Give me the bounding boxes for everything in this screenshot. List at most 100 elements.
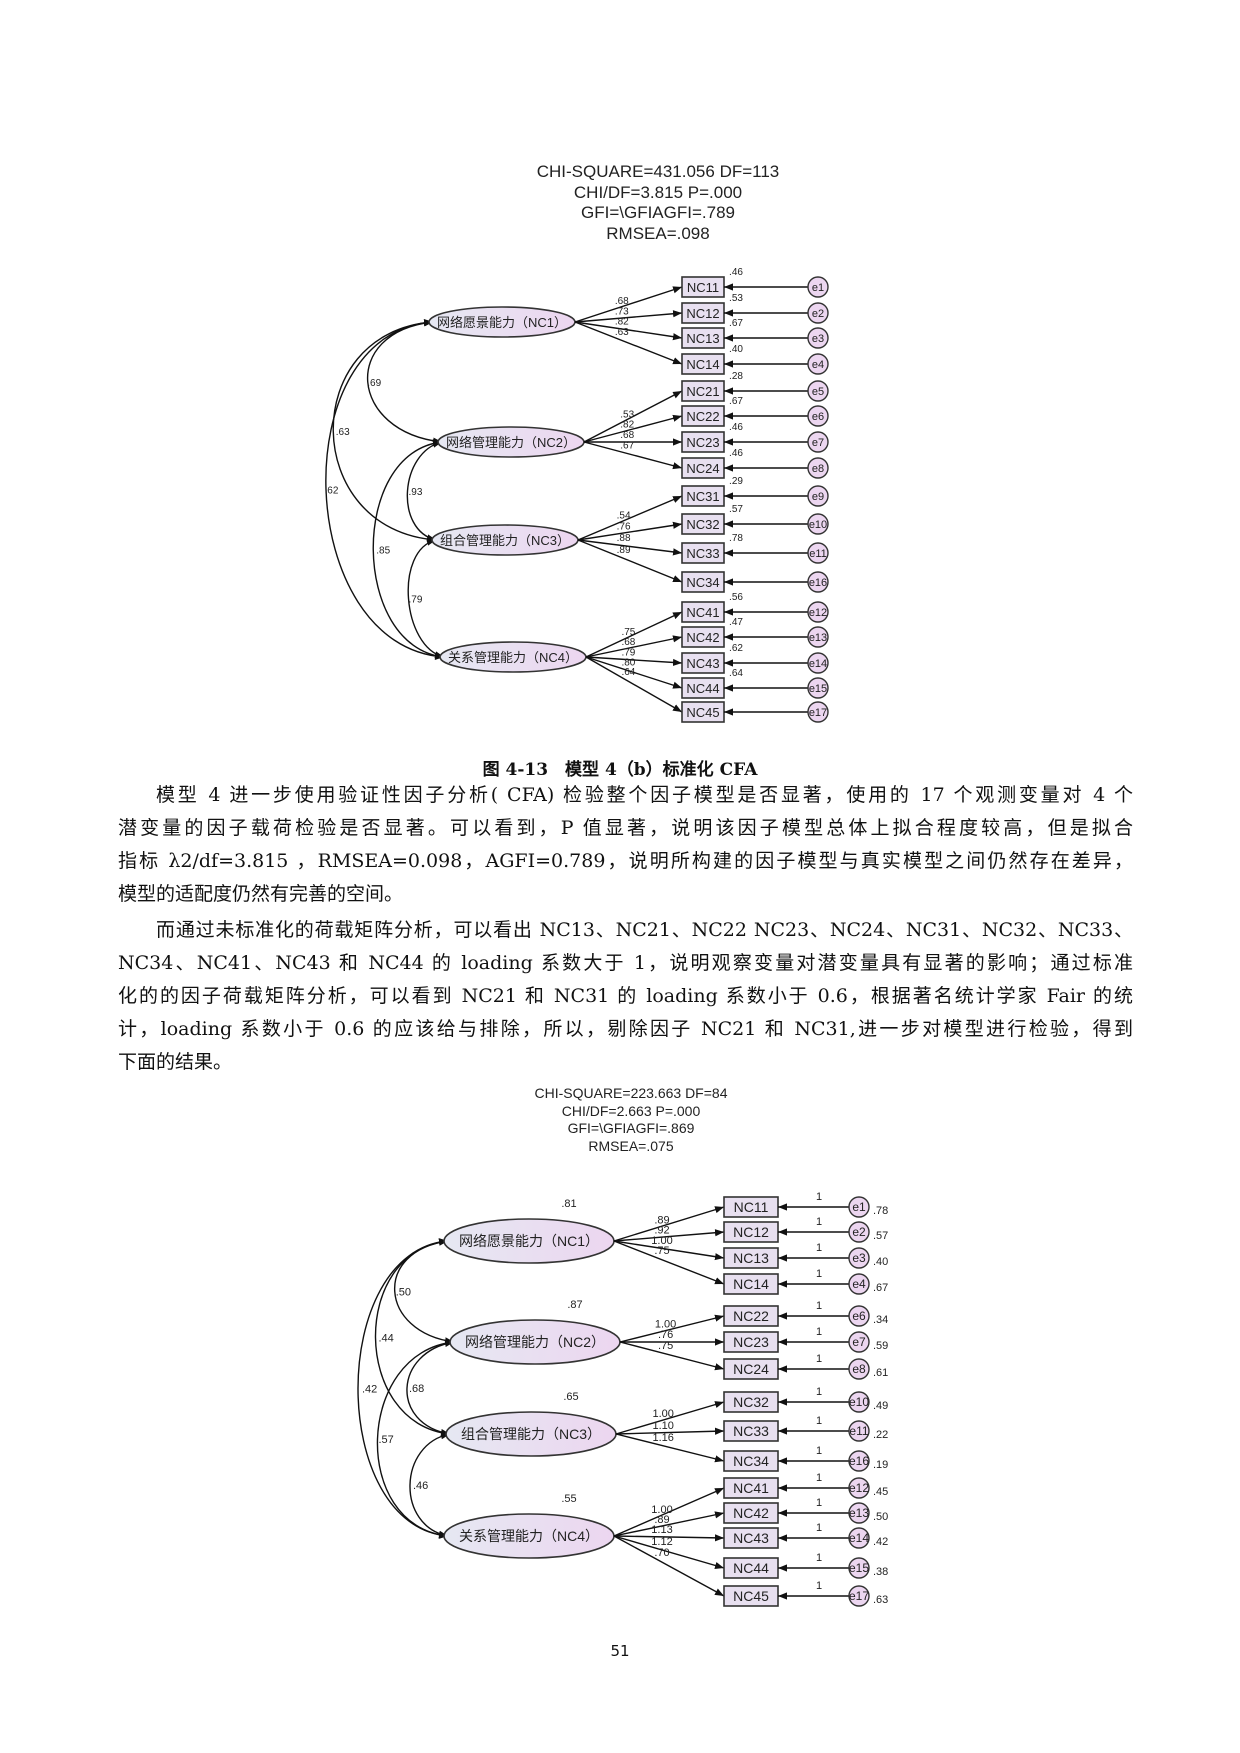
latent-variance-label: .81 [561, 1198, 576, 1210]
covariance-path [372, 439, 445, 660]
indicator-label: NC44 [686, 681, 719, 696]
error-term-label: e6 [852, 1309, 866, 1323]
error-path-weight: 1 [816, 1242, 822, 1254]
figure-caption: 图 4-13 模型 4（b）标准化 CFA [482, 760, 758, 780]
loading-label: .89 [617, 545, 631, 556]
error-term-circle [807, 405, 829, 427]
loading-label: 1.00 [652, 1408, 673, 1420]
loading-path [583, 390, 683, 443]
error-path-weight: 1 [816, 1191, 822, 1203]
covariance-label: .50 [396, 1287, 411, 1299]
error-term-circle [848, 1331, 870, 1353]
covariance-path [366, 319, 443, 445]
indicator-label: NC12 [686, 306, 719, 321]
loading-path [585, 656, 683, 689]
error-path-weight: 1 [816, 1326, 822, 1338]
error-term-circle [848, 1358, 870, 1380]
error-term-label: e4 [812, 359, 824, 371]
error-term-circle [807, 677, 829, 699]
covariance-label: .93 [409, 487, 423, 498]
loading-label: .88 [617, 533, 631, 544]
squared-multiple-correlation: .56 [729, 592, 743, 603]
indicator-label: NC23 [733, 1334, 769, 1350]
error-variance-label: .22 [873, 1429, 888, 1441]
indicator-label: NC21 [686, 384, 719, 399]
error-term-circle [807, 542, 829, 564]
loading-label: .75 [658, 1340, 673, 1352]
loading-path [585, 656, 683, 713]
loading-label: .76 [658, 1329, 673, 1341]
error-term-label: e11 [849, 1424, 868, 1438]
error-term-label: e4 [852, 1277, 866, 1291]
squared-multiple-correlation: .62 [729, 643, 743, 654]
fit-statistic: CHI/DF=3.815 P=.000 [574, 183, 742, 202]
error-term-circle [807, 327, 829, 349]
loading-label: .82 [615, 316, 629, 327]
error-variance-label: .38 [873, 1566, 888, 1578]
indicator-label: NC12 [733, 1224, 769, 1240]
text-line: NC34、NC41、NC43 和 NC44 的 loading 系数大于 1，说… [118, 952, 1133, 974]
loading-path [615, 1427, 725, 1435]
loading-label: .76 [617, 522, 631, 533]
error-term-label: e17 [809, 707, 827, 719]
error-term-label: e7 [812, 437, 824, 449]
error-term-label: e9 [812, 491, 824, 503]
error-term-label: e5 [812, 386, 824, 398]
squared-multiple-correlation: .46 [729, 267, 743, 278]
indicator-label: NC44 [733, 1560, 769, 1576]
loading-label: 1.10 [652, 1420, 673, 1432]
loading-label: .80 [621, 657, 635, 668]
covariance-label: .57 [379, 1434, 394, 1446]
fit-statistic: RMSEA=.098 [606, 224, 709, 243]
loading-path [577, 521, 683, 541]
squared-multiple-correlation: .40 [729, 344, 743, 355]
squared-multiple-correlation: .46 [729, 422, 743, 433]
loading-label: .75 [654, 1245, 669, 1257]
loading-path [585, 656, 683, 667]
fit-statistic: CHI-SQUARE=431.056 DF=113 [537, 162, 780, 181]
loading-path [585, 611, 683, 658]
loading-label: .54 [617, 510, 631, 521]
covariance-label: .79 [409, 595, 423, 606]
loading-path [583, 414, 683, 443]
error-term-label: e2 [812, 308, 824, 320]
error-path-weight: 1 [816, 1415, 822, 1427]
error-term-label: e12 [849, 1481, 869, 1495]
squared-multiple-correlation: .57 [729, 504, 743, 515]
indicator-label: NC13 [733, 1250, 769, 1266]
indicator-label: NC14 [686, 357, 719, 372]
error-variance-label: .78 [873, 1205, 888, 1217]
error-variance-label: .63 [873, 1594, 888, 1606]
text-line: 模型的适配度仍然有完善的空间。 [118, 883, 404, 905]
indicator-label: NC24 [733, 1361, 769, 1377]
latent-variable-label: 关系管理能力（NC4） [448, 650, 578, 665]
error-path-weight: 1 [816, 1386, 822, 1398]
indicator-label: NC33 [733, 1423, 769, 1439]
error-variance-label: .42 [873, 1536, 888, 1548]
loading-label: .70 [654, 1547, 669, 1559]
loading-path [577, 495, 683, 541]
text-line: 指标 λ2/df=3.815 ，RMSEA=0.098，AGFI=0.789，说… [118, 850, 1133, 872]
error-term-label: e8 [812, 463, 824, 475]
covariance-label: .68 [409, 1383, 424, 1395]
covariance-path [357, 1238, 449, 1539]
error-term-label: e7 [852, 1335, 866, 1349]
loading-label: .89 [654, 1214, 669, 1226]
error-term-circle [848, 1585, 870, 1607]
error-path-weight: 1 [816, 1353, 822, 1365]
squared-multiple-correlation: .67 [729, 396, 743, 407]
loading-label: .92 [654, 1224, 669, 1236]
error-variance-label: .40 [873, 1256, 888, 1268]
loading-path [577, 539, 683, 583]
error-term-label: e8 [852, 1362, 866, 1376]
error-term-label: e1 [812, 282, 824, 294]
indicator-label: NC33 [686, 546, 719, 561]
indicator-label: NC32 [733, 1394, 769, 1410]
error-path-weight: 1 [816, 1552, 822, 1564]
error-term-label: e10 [809, 519, 827, 531]
indicator-label: NC42 [733, 1505, 769, 1521]
indicator-label: NC45 [686, 705, 719, 720]
loading-path [613, 1240, 725, 1285]
